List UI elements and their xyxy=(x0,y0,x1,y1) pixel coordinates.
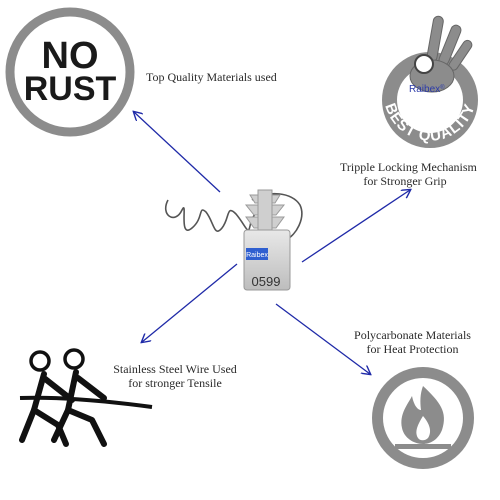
ok-hand-icon xyxy=(409,15,473,93)
arrows xyxy=(134,112,410,374)
seal-number: 0599 xyxy=(252,274,281,289)
best-quality-badge: Raibex® BEST QUALITY xyxy=(381,15,478,148)
arrow-to-no-rust xyxy=(134,112,221,193)
heat-fire-icon xyxy=(372,367,474,469)
caption-locking-line1: Tripple Locking Mechanism xyxy=(340,160,477,174)
caption-locking-line2: for Stronger Grip xyxy=(363,174,447,188)
arrow-to-heat xyxy=(275,303,370,374)
caption-wire-line1: Stainless Steel Wire Used xyxy=(113,362,237,376)
no-rust-badge: NO RUST xyxy=(5,7,135,137)
arrow-to-wire xyxy=(142,263,238,342)
tug-of-war-icon xyxy=(19,348,153,447)
brand-label: Raibex® xyxy=(409,84,445,95)
caption-poly-line1: Polycarbonate Materials xyxy=(354,328,471,342)
no-rust-line2: RUST xyxy=(24,70,117,108)
caption-locking: Tripple Locking Mechanism for Stronger G… xyxy=(340,160,477,188)
caption-wire-line2: for stronger Tensile xyxy=(128,376,222,390)
caption-poly-line2: for Heat Protection xyxy=(366,342,459,356)
arrow-to-quality xyxy=(301,190,410,263)
seal-brand: Raibex xyxy=(246,252,268,259)
product-seal-image: Raibex 0599 xyxy=(165,189,303,291)
caption-top-quality: Top Quality Materials used xyxy=(146,70,277,84)
no-rust-line1: NO xyxy=(42,35,99,77)
caption-poly: Polycarbonate Materials for Heat Protect… xyxy=(340,328,485,356)
caption-wire: Stainless Steel Wire Used for stronger T… xyxy=(100,362,250,390)
